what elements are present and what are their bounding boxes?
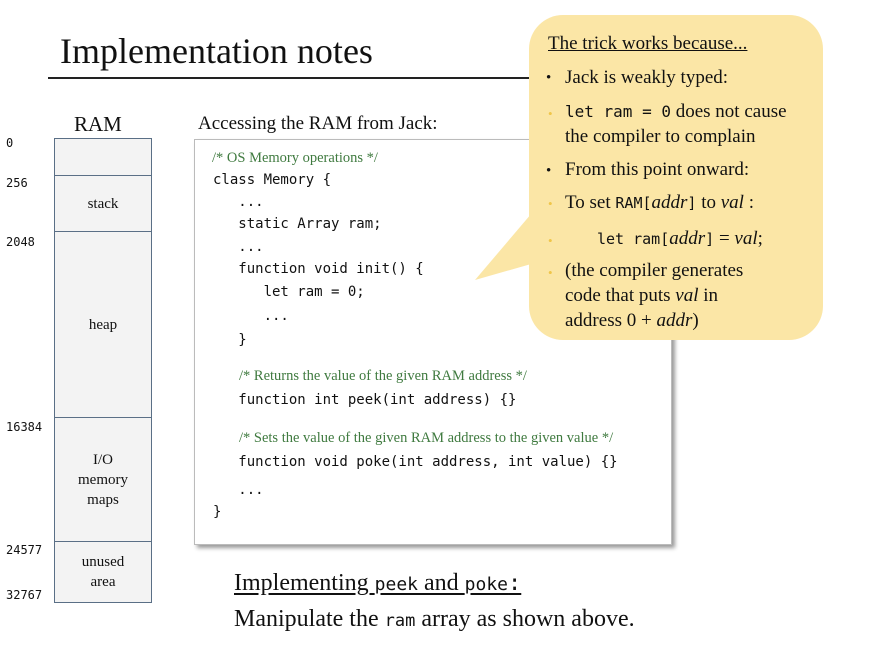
- faint-bullet-icon: •: [548, 233, 553, 248]
- callout-to-set: To set RAM[addr] to val :: [565, 192, 754, 214]
- val-var: val: [675, 285, 699, 306]
- page-title: Implementation notes: [60, 31, 373, 71]
- implementation-heading: Implementing peek and poke:: [234, 570, 521, 597]
- segment-label: unused area: [81, 554, 125, 590]
- callout-gen-line2: code that puts val in: [565, 285, 718, 307]
- code-line: static Array ram;: [213, 216, 382, 232]
- ram-code: RAM: [615, 194, 643, 212]
- title-underline: [48, 77, 536, 79]
- code-comment: /* Sets the value of the given RAM addre…: [239, 430, 614, 446]
- body-text: Manipulate the: [234, 606, 385, 632]
- callout-text: in: [698, 285, 719, 306]
- addr-var: addr: [656, 310, 693, 331]
- callout-text: ;: [757, 228, 763, 249]
- ram-label: RAM: [74, 112, 122, 136]
- ram-segment-io-maps: I/O memory maps: [54, 417, 152, 542]
- peek-code: peek: [374, 574, 418, 595]
- callout-onward: From this point onward:: [565, 159, 750, 180]
- let-ram-code: let ram: [597, 230, 661, 248]
- callout-text: (the compiler generates: [565, 260, 744, 281]
- ram-address-2048: 2048: [6, 235, 35, 249]
- callout-text: ): [692, 310, 699, 331]
- code-line: ...: [213, 482, 264, 498]
- code-line: function void init() {: [213, 261, 424, 277]
- code-line: ...: [213, 239, 264, 255]
- faint-bullet-icon: •: [548, 265, 553, 280]
- heading-text: Implementing: [234, 570, 375, 596]
- bullet-icon: •: [546, 163, 552, 179]
- let-code: let ram = 0: [565, 102, 671, 121]
- implementation-body: Manipulate the ram array as shown above.: [234, 606, 635, 633]
- ram-address-24577: 24577: [6, 543, 43, 557]
- code-line: function void poke(int address, int valu…: [213, 454, 618, 470]
- callout-text: the compiler to complain: [565, 126, 756, 147]
- callout-text: to: [696, 192, 721, 213]
- segment-label: heap: [88, 316, 118, 333]
- ram-segment-reserved: [54, 138, 152, 176]
- callout-weakly-typed: Jack is weakly typed:: [565, 67, 729, 88]
- callout-title: The trick works because...: [548, 33, 748, 54]
- addr-var: addr: [651, 192, 688, 213]
- bullet-icon: •: [546, 70, 552, 86]
- code-comment: /* Returns the value of the given RAM ad…: [239, 368, 527, 384]
- faint-bullet-icon: •: [548, 196, 553, 211]
- callout-let-ram: let ram[addr] = val;: [597, 228, 763, 250]
- code-line: let ram = 0;: [213, 284, 365, 300]
- callout-bubble: [529, 15, 823, 340]
- val-var: val: [734, 228, 758, 249]
- ram-segment-heap: heap: [54, 231, 152, 418]
- code-line: function int peek(int address) {}: [213, 392, 517, 408]
- heading-text: and: [418, 570, 465, 596]
- callout-text: code that puts: [565, 285, 676, 306]
- callout-text: does not cause: [670, 101, 787, 122]
- heading-text: :: [508, 571, 522, 596]
- callout-text: =: [714, 228, 735, 249]
- callout-text: :: [743, 192, 754, 213]
- code-comment: /* OS Memory operations */: [212, 150, 378, 166]
- val-var: val: [720, 192, 744, 213]
- callout-gen-line3: address 0 + addr): [565, 310, 699, 332]
- code-line: class Memory {: [213, 172, 332, 188]
- bracket: ]: [705, 230, 715, 248]
- ram-segment-stack: stack: [54, 175, 152, 232]
- ram-address-0: 0: [6, 136, 14, 150]
- code-heading: Accessing the RAM from Jack:: [198, 113, 438, 134]
- bracket: [: [642, 194, 652, 212]
- callout-let-statement: let ram = 0 does not cause: [565, 101, 787, 123]
- code-line: ...: [213, 194, 264, 210]
- bracket: ]: [687, 194, 697, 212]
- ram-segment-unused: unused area: [54, 541, 152, 603]
- addr-var: addr: [669, 228, 706, 249]
- bracket: [: [660, 230, 670, 248]
- segment-label: I/O memory maps: [78, 451, 128, 508]
- callout-text: To set: [565, 192, 616, 213]
- ram-address-16384: 16384: [6, 420, 43, 434]
- poke-code: poke: [464, 574, 509, 595]
- code-line: ...: [213, 308, 289, 324]
- ram-address-256: 256: [6, 176, 28, 190]
- code-line: }: [213, 332, 247, 348]
- ram-code: ram: [384, 611, 416, 631]
- callout-text: address 0 +: [565, 310, 657, 331]
- segment-label: stack: [87, 195, 119, 212]
- ram-address-32767: 32767: [6, 588, 43, 602]
- faint-bullet-icon: •: [548, 106, 553, 121]
- body-text: array as shown above.: [415, 606, 635, 632]
- code-line: }: [213, 504, 222, 520]
